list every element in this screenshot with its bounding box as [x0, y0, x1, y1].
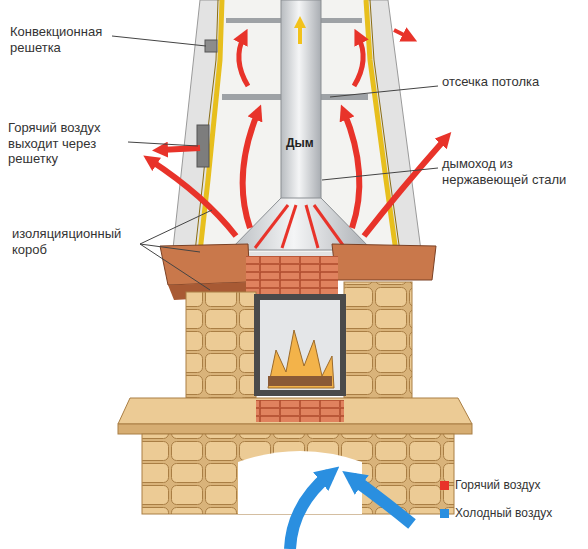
hearth-shelf [118, 398, 472, 424]
hot-air-arrow [354, 36, 363, 86]
heat-ray [282, 205, 296, 248]
leader-line [322, 168, 438, 180]
legend-text: Горячий воздух [455, 478, 540, 492]
legend-swatch [440, 481, 449, 490]
callout-label: отсечка потолка [442, 74, 552, 90]
leader-line [140, 244, 200, 252]
stone-pillar [186, 292, 256, 402]
callout-label: дымоход из нержавеющей стали [442, 156, 572, 187]
firewood [268, 376, 332, 386]
smoke-arrow [298, 22, 302, 44]
stone-pillar [344, 282, 412, 402]
hood-shell [172, 0, 422, 258]
legend-row: Горячий воздух [440, 478, 540, 492]
callout-label: Горячий воздух выходит через решетку [8, 120, 136, 167]
hot-air-arrow [239, 36, 248, 86]
legend-row: Холодный воздух [440, 506, 552, 520]
leader-line [140, 210, 212, 244]
firebox-glass [260, 300, 340, 390]
hearth-edge [118, 424, 472, 434]
hot-air-arrow [160, 148, 200, 150]
chimney-pipe [281, 0, 321, 200]
leader-line [112, 36, 206, 46]
leader-line [140, 244, 210, 290]
smoke-label: Дым [286, 136, 346, 150]
cold-air-arrow [290, 474, 330, 549]
heat-ray [306, 205, 318, 248]
leader-line [128, 142, 198, 146]
brick-floor [256, 400, 344, 422]
callout-label: Конвекционная решетка [10, 24, 122, 55]
cold-air-arrow [352, 478, 412, 524]
hot-air-arrow [394, 30, 410, 38]
hot-air-arrow [150, 160, 236, 236]
callout-label: изоляцияционный короб [12, 226, 142, 257]
firebox-frame [254, 294, 346, 396]
hot-air-arrow [344, 112, 359, 228]
heat-ray [314, 205, 345, 248]
hot-air-arrow [243, 112, 258, 228]
legend-swatch [440, 509, 449, 518]
flame [268, 330, 334, 388]
brick-lintel [246, 256, 338, 294]
hood-cutaway [199, 0, 396, 252]
hot-air-arrow [364, 138, 446, 236]
wood-beam [332, 244, 436, 280]
legend-text: Холодный воздух [455, 506, 552, 520]
convection-grille [205, 40, 217, 52]
wood-beam [160, 244, 250, 285]
leader-line [330, 86, 438, 97]
